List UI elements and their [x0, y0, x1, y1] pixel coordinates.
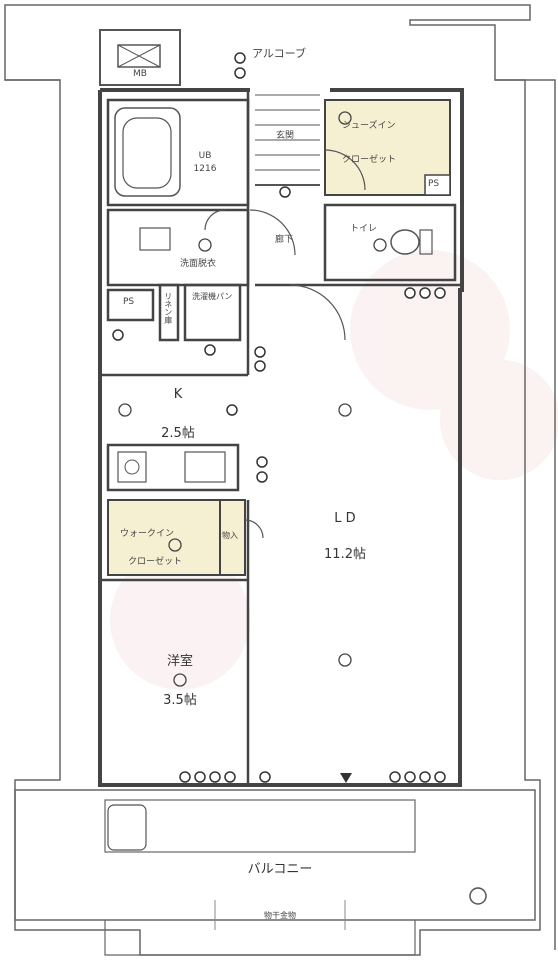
walkin-closet-label-1: ウォークイン: [120, 529, 175, 539]
washroom-label: 洗面脱衣: [180, 259, 217, 269]
stove: [117, 451, 147, 483]
bathtub: [114, 107, 181, 197]
laundry-pole-label: 物干金物: [264, 911, 296, 920]
western-room-size: 3.5帖: [163, 693, 197, 708]
ps-left-label: PS: [123, 297, 135, 307]
toilet-fixture: [390, 229, 420, 255]
walkin-closet-area: [107, 499, 221, 576]
kitchen-label: K: [173, 387, 183, 402]
window-marker-icon: [340, 773, 352, 783]
shoe-closet-label-1: シューズイン: [342, 121, 396, 131]
doors: [204, 149, 366, 539]
entrance-label: 玄関: [276, 131, 295, 141]
linen-label: リネン庫: [163, 292, 173, 324]
toilet-label: トイレ: [350, 224, 378, 234]
western-room-label: 洋室: [166, 654, 194, 669]
outlet-clusters: [112, 52, 446, 783]
entrance-steps: [255, 94, 320, 186]
outdoor-unit: [107, 804, 147, 851]
mb-label: MB: [133, 69, 147, 79]
kitchen-size: 2.5帖: [161, 426, 195, 441]
ld-label: L D: [334, 511, 356, 526]
kitchen-sink: [184, 451, 226, 483]
outer-frame: [4, 4, 556, 956]
sink: [139, 227, 171, 251]
washer-label: 洗濯機パン: [192, 292, 233, 301]
storage-area: [219, 499, 246, 576]
balcony-frame: [14, 789, 536, 921]
balcony-label: バルコニー: [247, 862, 313, 877]
ld-size: 11.2帖: [324, 547, 366, 562]
mb-box: [99, 29, 181, 86]
shoe-closet-label-2: クローゼット: [342, 155, 397, 165]
storage-label: 物入: [222, 531, 238, 540]
ub-label: UB: [198, 151, 212, 161]
watermark-logo: [110, 250, 558, 690]
ceiling-lights: [118, 111, 387, 687]
unit-walls: [98, 88, 464, 787]
walkin-closet-label-2: クローゼット: [128, 557, 183, 567]
drain-icon: [469, 887, 487, 905]
ps-top-label: PS: [428, 179, 440, 189]
hallway-label: 廊下: [275, 235, 294, 245]
alcove-label: アルコーブ: [252, 47, 307, 60]
ub-size-label: 1216: [193, 164, 217, 174]
